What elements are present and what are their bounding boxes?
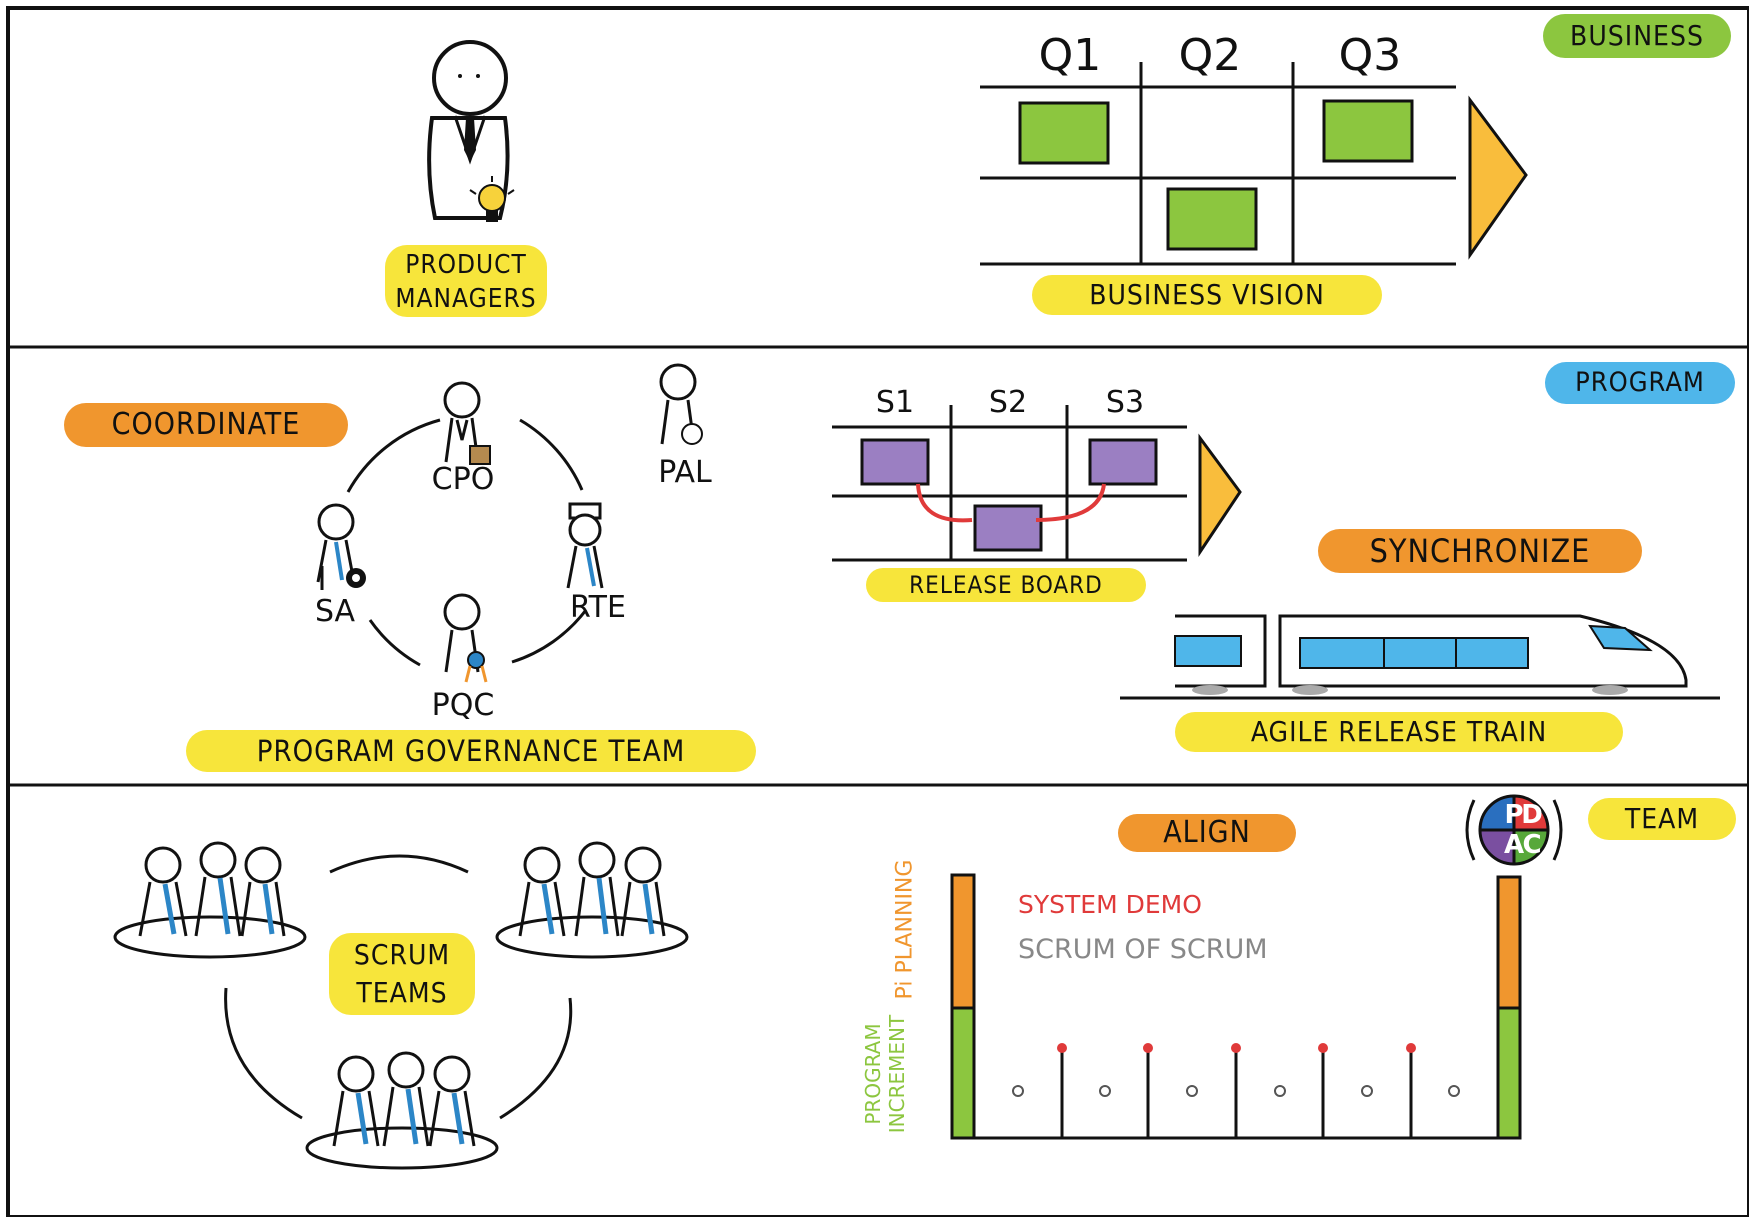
cpo-figure (443, 381, 491, 465)
rte-figure (566, 502, 604, 589)
release-card-s1 (860, 438, 930, 486)
tag-business: BUSINESS (1543, 14, 1731, 58)
box-icon (469, 445, 491, 465)
dependency-link-1 (916, 483, 973, 523)
system-demo-dot (1057, 1043, 1067, 1053)
coordinate-label: COORDINATE (64, 403, 348, 447)
scrum-team-group-left (113, 841, 307, 959)
release-board (832, 405, 1242, 562)
role-pqc: PQC (431, 688, 495, 723)
sprint-s2: S2 (988, 385, 1028, 420)
scrum-of-scrum-dot (1274, 1085, 1286, 1097)
scrum-of-scrum-dot (1099, 1085, 1111, 1097)
dependency-link-2 (1035, 483, 1106, 522)
pi-timeline (950, 873, 1522, 1140)
sprint-s1: S1 (875, 385, 915, 420)
quarter-q1: Q1 (1038, 30, 1102, 81)
train-illustration (1120, 614, 1720, 700)
release-card-s3 (1088, 438, 1158, 486)
scrum-connections (224, 854, 573, 1120)
scrum-teams-line1: SCRUM (353, 938, 451, 971)
system-demo-dot (1406, 1043, 1416, 1053)
scrum-team-group-bottom (305, 1051, 499, 1170)
scrum-teams-line2: TEAMS (356, 976, 448, 1009)
lightbulb-icon (469, 176, 515, 222)
scrum-of-scrum-dot (1448, 1085, 1460, 1097)
pdca-cycle-icon (1465, 794, 1563, 866)
scrum-of-scrum-dot (1186, 1085, 1198, 1097)
product-managers-line2: MANAGERS (395, 284, 537, 314)
program-increment-label: PROGRAM INCREMENT (861, 984, 909, 1164)
release-board-label: RELEASE BOARD (866, 568, 1146, 602)
diagram-frame (6, 6, 1749, 1217)
pdca-a: A (1503, 830, 1525, 860)
pdca-d: D (1521, 800, 1543, 830)
quarter-q3: Q3 (1338, 30, 1402, 81)
tag-team: TEAM (1588, 798, 1736, 840)
pdca-c: C (1522, 830, 1542, 860)
pqc-figure (443, 593, 488, 683)
tag-program: PROGRAM (1545, 362, 1735, 404)
program-increment-line1: PROGRAM (861, 1023, 885, 1125)
business-vision-label: BUSINESS VISION (1032, 275, 1382, 315)
governance-circle (320, 418, 588, 667)
ribbon-badge-icon (467, 651, 485, 669)
iteration-markers (1012, 1043, 1460, 1138)
system-demo-dot (1231, 1043, 1241, 1053)
pal-figure (659, 363, 703, 445)
scrum-team-group-right (495, 841, 689, 959)
sprint-s3: S3 (1105, 385, 1145, 420)
scrum-of-scrum-dot (1012, 1085, 1024, 1097)
scrum-of-scrum-dot (1361, 1085, 1373, 1097)
system-demo-dot (1143, 1043, 1153, 1053)
synchronize-label: SYNCHRONIZE (1318, 529, 1642, 573)
business-vision-board (980, 62, 1528, 266)
sa-figure (316, 503, 366, 588)
role-pal: PAL (658, 455, 712, 490)
role-rte: RTE (570, 590, 626, 625)
vision-arrow (1468, 95, 1528, 260)
agile-release-train-label: AGILE RELEASE TRAIN (1175, 712, 1623, 752)
quarter-q2: Q2 (1178, 30, 1242, 81)
pdca-p: P (1504, 800, 1524, 830)
vision-card-q3 (1322, 99, 1414, 163)
scrum-of-scrum-label: SCRUM OF SCRUM (1018, 934, 1268, 965)
system-demo-dot (1318, 1043, 1328, 1053)
program-increment-line2: INCREMENT (885, 1014, 909, 1134)
scrum-teams-label: SCRUM TEAMS (329, 933, 475, 1015)
system-demo-label: SYSTEM DEMO (1018, 890, 1202, 919)
vision-card-q1 (1018, 101, 1110, 165)
chart-badge-icon (681, 423, 703, 445)
release-card-s2 (973, 504, 1043, 552)
align-label: ALIGN (1118, 814, 1296, 852)
vision-card-q2 (1166, 187, 1258, 251)
role-sa: SA (314, 594, 356, 629)
governance-team-label: PROGRAM GOVERNANCE TEAM (186, 730, 756, 772)
release-arrow (1198, 433, 1242, 557)
product-managers-label: PRODUCT MANAGERS (385, 245, 547, 317)
role-cpo: CPO (431, 462, 495, 497)
product-managers-line1: PRODUCT (405, 250, 527, 280)
